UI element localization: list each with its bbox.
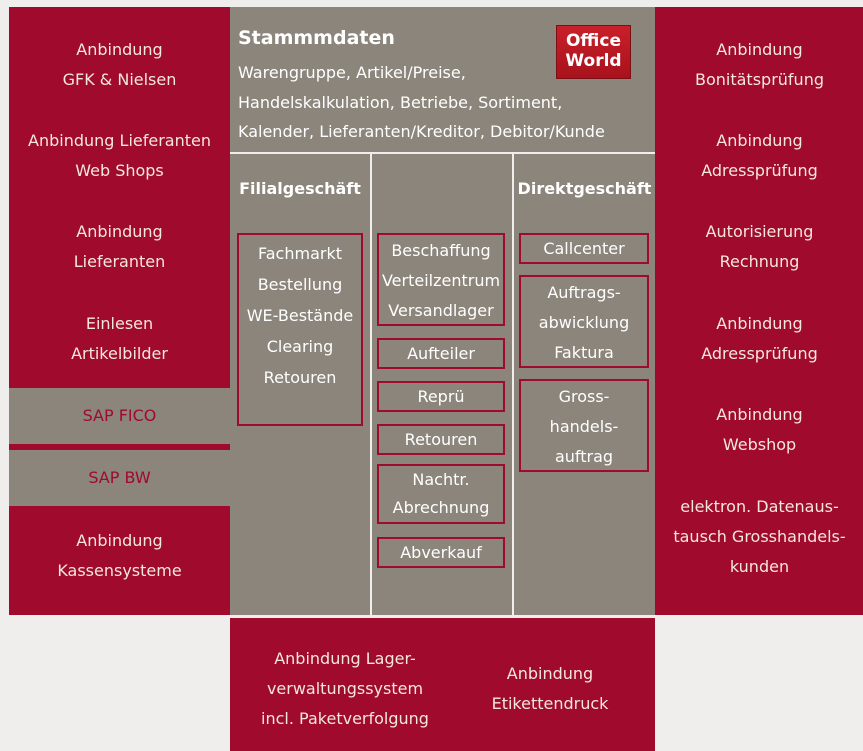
filial-box: Fachmarkt Bestellung WE-Bestände Clearin… — [237, 233, 363, 426]
middle-column: Beschaffung Verteilzentrum Versandlager … — [372, 154, 512, 615]
sap-fico-band: SAP FICO — [9, 388, 230, 444]
bottom-etikettendruck: Anbindung Etikettendruck — [491, 664, 609, 713]
left-item-gfk: Anbindung GFK & Nielsen — [62, 40, 177, 89]
logo-word-world: World — [565, 51, 622, 71]
beschaffung-box: Beschaffung Verteilzentrum Versandlager — [377, 233, 505, 326]
grosshandelsauftrag-box: Gross- handels- auftrag — [519, 379, 649, 472]
repru-box: Reprü — [377, 381, 505, 412]
right-item-adresspruefung-2: Anbindung Adressprüfung — [701, 314, 818, 363]
divider-1 — [370, 154, 372, 615]
stammdaten-title: Stammmdaten — [238, 27, 395, 49]
divider-2 — [512, 154, 514, 615]
aufteiler-box: Aufteiler — [377, 338, 505, 369]
right-item-autorisierung: Autorisierung Rechnung — [705, 222, 814, 271]
left-column: Anbindung GFK & Nielsen Anbindung Liefer… — [9, 7, 230, 615]
auftragsabwicklung-box: Auftrags- abwicklung Faktura — [519, 275, 649, 368]
stammdaten-line-3: Kalender, Lieferanten/Kreditor, Debitor/… — [238, 122, 605, 141]
direkt-header: Direktgeschäft — [517, 179, 652, 198]
logo-word-office: Office — [565, 31, 622, 51]
left-item-kassensysteme: Anbindung Kassensysteme — [57, 531, 182, 580]
left-item-webshops: Anbindung Lieferanten Web Shops — [28, 131, 211, 180]
filial-header: Filialgeschäft — [239, 179, 361, 198]
nachtr-abrechnung-box: Nachtr. Abrechnung — [377, 464, 505, 524]
stammdaten-line-1: Warengruppe, Artikel/Preise, — [238, 63, 466, 82]
right-item-webshop: Anbindung Webshop — [716, 405, 803, 454]
callcenter-box: Callcenter — [519, 233, 649, 264]
right-item-bonitaet: Anbindung Bonitätsprüfung — [695, 40, 824, 89]
bottom-lagerverwaltung: Anbindung Lager- verwaltungssystem incl.… — [261, 649, 429, 728]
right-item-datenaustausch: elektron. Datenaus- tausch Grosshandels-… — [673, 497, 846, 576]
left-item-lieferanten: Anbindung Lieferanten — [73, 222, 166, 271]
filial-column: Filialgeschäft Fachmarkt Bestellung WE-B… — [230, 154, 370, 615]
left-item-artikelbilder: Einlesen Artikelbilder — [71, 314, 168, 363]
abverkauf-box: Abverkauf — [377, 537, 505, 568]
bottom-panel: Anbindung Lager- verwaltungssystem incl.… — [230, 618, 655, 751]
right-item-adresspruefung-1: Anbindung Adressprüfung — [701, 131, 818, 180]
sap-bw-band: SAP BW — [9, 450, 230, 506]
direkt-column: Direktgeschäft Callcenter Auftrags- abwi… — [514, 154, 655, 615]
right-column: Anbindung Bonitätsprüfung Anbindung Adre… — [655, 7, 863, 615]
stammdaten-line-2: Handelskalkulation, Betriebe, Sortiment, — [238, 93, 563, 112]
office-world-logo: Office World — [556, 25, 631, 79]
retouren-box: Retouren — [377, 424, 505, 455]
